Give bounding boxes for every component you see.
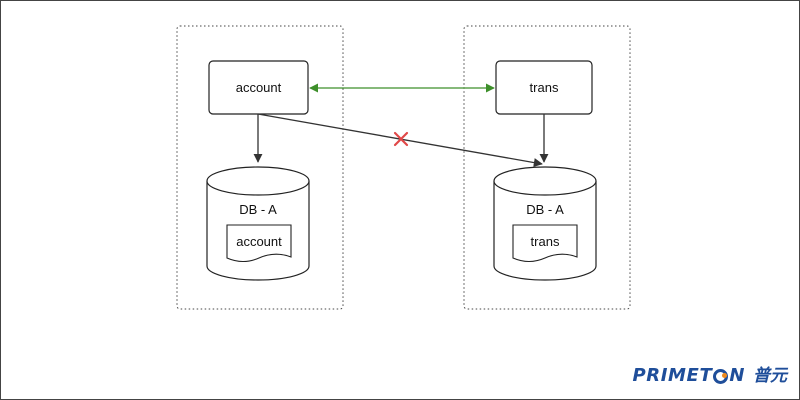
right-db-label: DB - A <box>526 202 564 217</box>
account-service-node: account <box>208 60 309 115</box>
logo-o-icon <box>713 368 729 384</box>
right-table-label: trans <box>531 234 560 249</box>
trans-service-node: trans <box>495 60 593 115</box>
logo-word-part2: N <box>729 365 745 386</box>
primeton-logo: PRIMET N 普元 <box>632 365 787 387</box>
account-service-label: account <box>236 80 282 95</box>
left-group-boundary <box>176 25 344 310</box>
trans-service-label: trans <box>530 80 559 95</box>
left-table-label: account <box>236 234 282 249</box>
logo-wordmark: PRIMET N <box>632 367 745 385</box>
left-db-label: DB - A <box>239 202 277 217</box>
right-db-cylinder: DB - A trans <box>493 166 597 281</box>
logo-chinese-name: 普元 <box>753 365 787 386</box>
forbidden-x-icon <box>393 131 409 147</box>
right-group-boundary <box>463 25 631 310</box>
left-db-cylinder: DB - A account <box>206 166 310 281</box>
right-table-doc-icon <box>512 224 578 263</box>
left-table-doc-icon <box>226 224 292 263</box>
logo-word-part1: PRIMET <box>632 365 713 386</box>
